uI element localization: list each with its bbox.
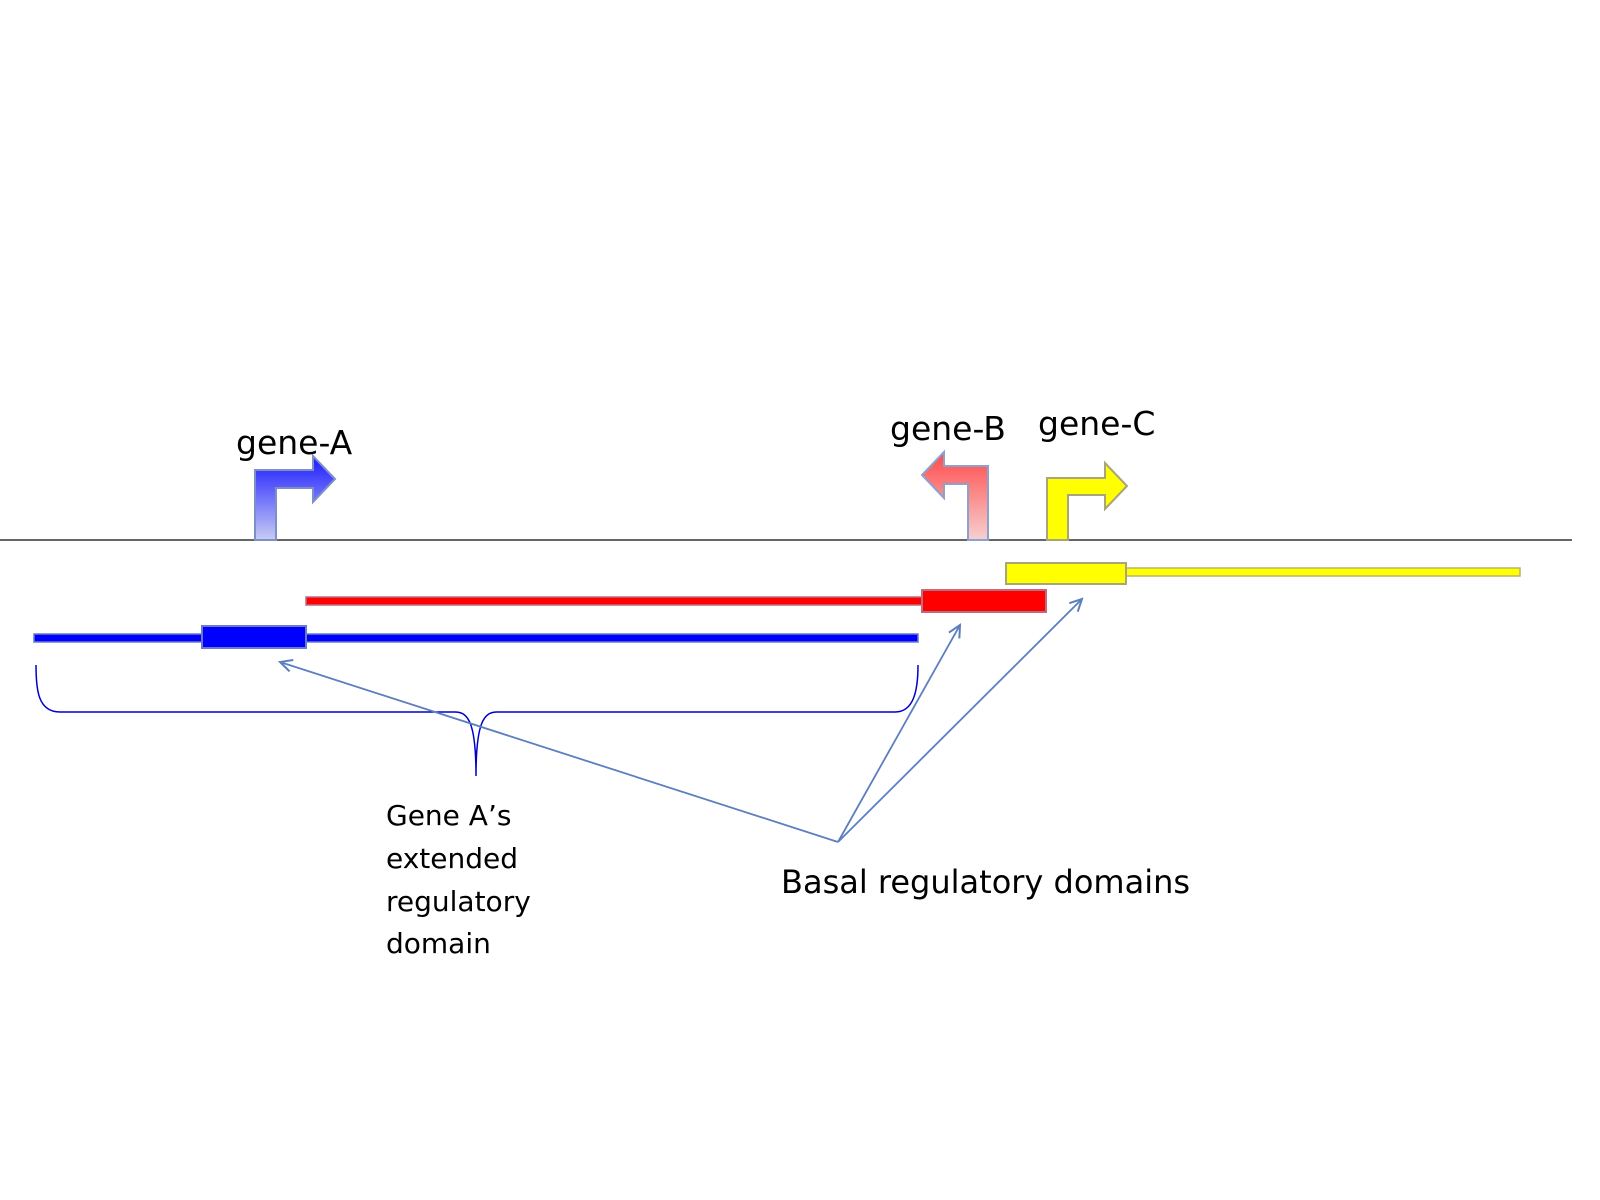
- pointer-arrow-gene-a: [280, 662, 839, 843]
- extended-domain-label-line-4: domain: [386, 927, 491, 960]
- gene-b-basal-domain: [921, 589, 1047, 613]
- extended-domain-label-line-2: extended: [386, 842, 518, 875]
- gene-c-regulatory-line: [1123, 567, 1521, 577]
- extended-domain-brace: [35, 664, 919, 777]
- gene-c-promoter-arrow-icon: [1046, 460, 1129, 541]
- gene-b-promoter-arrow-icon: [920, 449, 989, 541]
- gene-a-promoter-arrow-icon: [254, 453, 337, 541]
- gene-a-label: gene-A: [236, 423, 353, 462]
- basal-domains-label: Basal regulatory domains: [781, 863, 1190, 901]
- gene-a-regulatory-line: [33, 633, 919, 643]
- extended-domain-label-line-1: Gene A’s: [386, 799, 511, 832]
- gene-b-label: gene-B: [890, 409, 1006, 448]
- gene-c-basal-domain: [1005, 562, 1127, 585]
- pointer-arrow-gene-b: [837, 625, 960, 843]
- gene-c-label: gene-C: [1038, 404, 1155, 443]
- extended-domain-label-line-3: regulatory: [386, 885, 531, 918]
- gene-b-regulatory-line: [305, 596, 925, 606]
- pointer-arrow-gene-c: [837, 599, 1082, 843]
- gene-a-basal-domain: [201, 625, 307, 649]
